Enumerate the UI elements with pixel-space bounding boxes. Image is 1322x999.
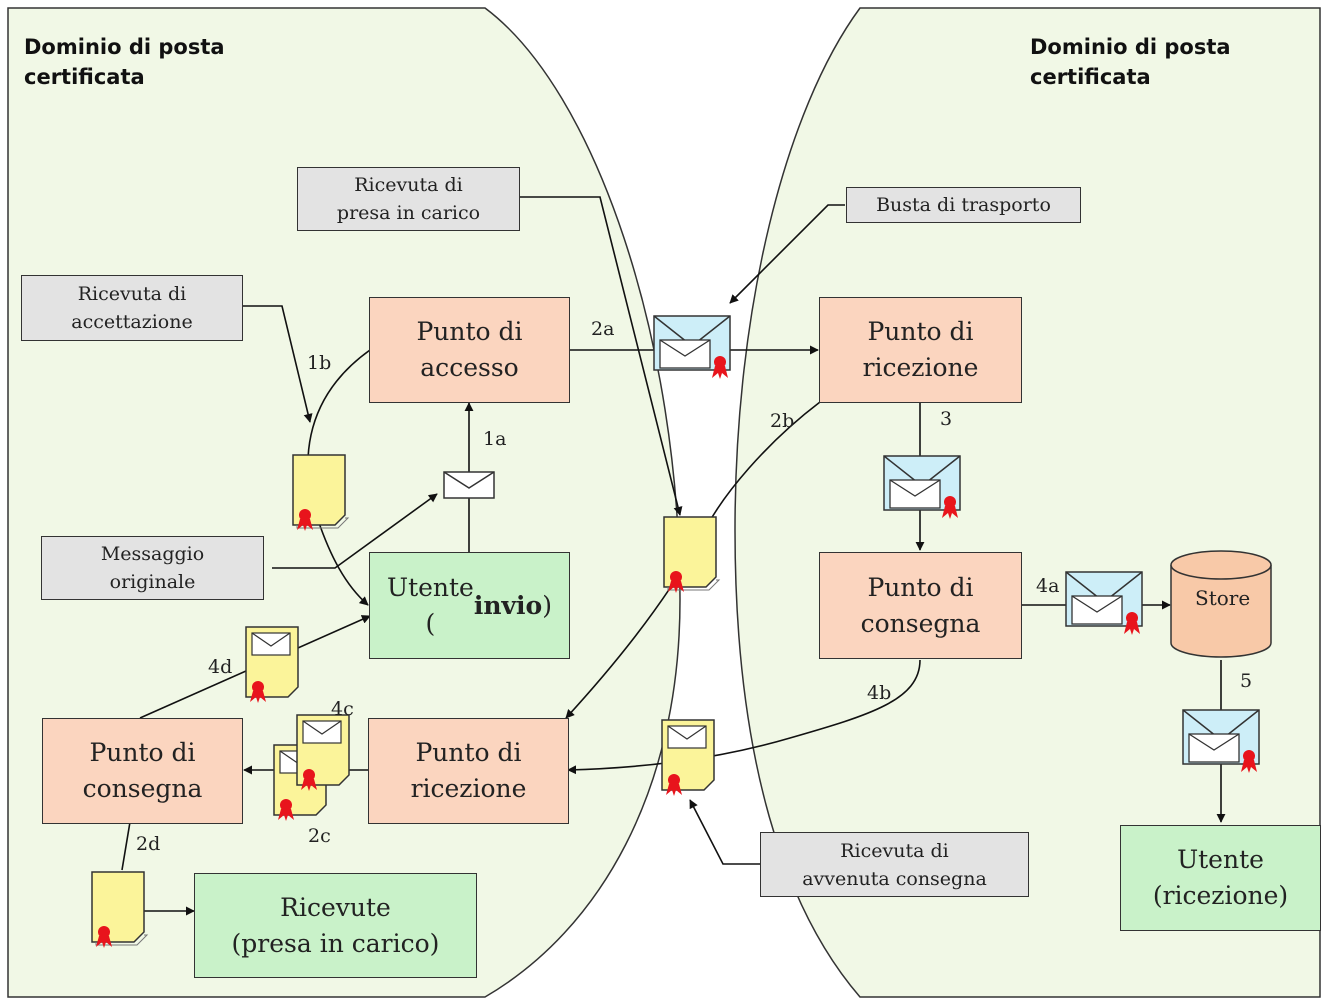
step-label-2d: 2d — [136, 833, 161, 855]
link-ricevuta-accettazione — [243, 305, 313, 423]
node-ricevute: Ricevute (presa in carico) — [194, 873, 477, 978]
node-punto-consegna-right: Punto di consegna — [819, 552, 1022, 659]
step-label-4a: 4a — [1036, 575, 1060, 597]
step-label-2b: 2b — [770, 410, 795, 432]
utente-invio-prefix: Utente ( — [387, 572, 474, 638]
envelope-icon — [1182, 709, 1260, 774]
small-envelope-icon — [443, 471, 495, 499]
callout-ricevuta-avvenuta-consegna: Ricevuta di avvenuta consegna — [760, 832, 1029, 897]
envelope-icon — [1065, 571, 1143, 636]
node-punto-consegna-left: Punto di consegna — [42, 718, 243, 824]
utente-invio-bold: invio — [473, 590, 543, 620]
link-ricevuta-avvenuta-consegna — [689, 799, 760, 865]
step-label-1a: 1a — [483, 428, 507, 450]
step-label-2a: 2a — [591, 318, 615, 340]
receipt-icon — [292, 454, 349, 532]
store-label: Store — [1195, 586, 1251, 610]
callout-busta-trasporto: Busta di trasporto — [846, 187, 1081, 223]
envelope-icon — [883, 455, 961, 520]
step-label-4c: 4c — [331, 698, 354, 720]
receipt-icon — [91, 871, 148, 949]
utente-invio-suffix: ) — [542, 590, 552, 620]
step-label-4d: 4d — [208, 656, 233, 678]
left-domain-title: Dominio di posta certificata — [24, 35, 225, 89]
step-label-3: 3 — [940, 408, 953, 430]
callout-ricevuta-accettazione: Ricevuta di accettazione — [21, 275, 243, 341]
step-label-1b: 1b — [307, 352, 332, 374]
node-punto-ricezione-right: Punto di ricezione — [819, 297, 1022, 403]
receipt-envelope-icon — [661, 719, 715, 797]
step-label-5: 5 — [1240, 670, 1253, 692]
store-cylinder-icon — [1170, 550, 1272, 658]
right-domain-title: Dominio di posta certificata — [1030, 35, 1231, 89]
receipt-envelope-icon — [245, 626, 299, 704]
link-busta-trasporto — [729, 204, 845, 304]
receipt-envelope-icon — [296, 714, 350, 792]
receipt-icon — [663, 516, 720, 594]
link-messaggio-originale — [272, 493, 438, 569]
callout-ricevuta-presa-carico: Ricevuta di presa in carico — [297, 167, 520, 231]
step-label-2c: 2c — [308, 825, 331, 847]
right-domain-region — [734, 7, 1321, 998]
callout-messaggio-originale: Messaggio originale — [41, 536, 264, 600]
node-utente-invio: Utente (invio) — [369, 552, 570, 659]
arrow-2d — [121, 821, 194, 911]
step-label-4b: 4b — [867, 682, 892, 704]
link-ricevuta-presa-carico — [520, 196, 683, 516]
node-punto-accesso: Punto di accesso — [369, 297, 570, 403]
arrow-4b — [567, 659, 921, 775]
node-utente-ricezione: Utente (ricezione) — [1120, 825, 1321, 931]
envelope-icon — [653, 315, 731, 380]
node-punto-ricezione-left: Punto di ricezione — [368, 718, 569, 824]
